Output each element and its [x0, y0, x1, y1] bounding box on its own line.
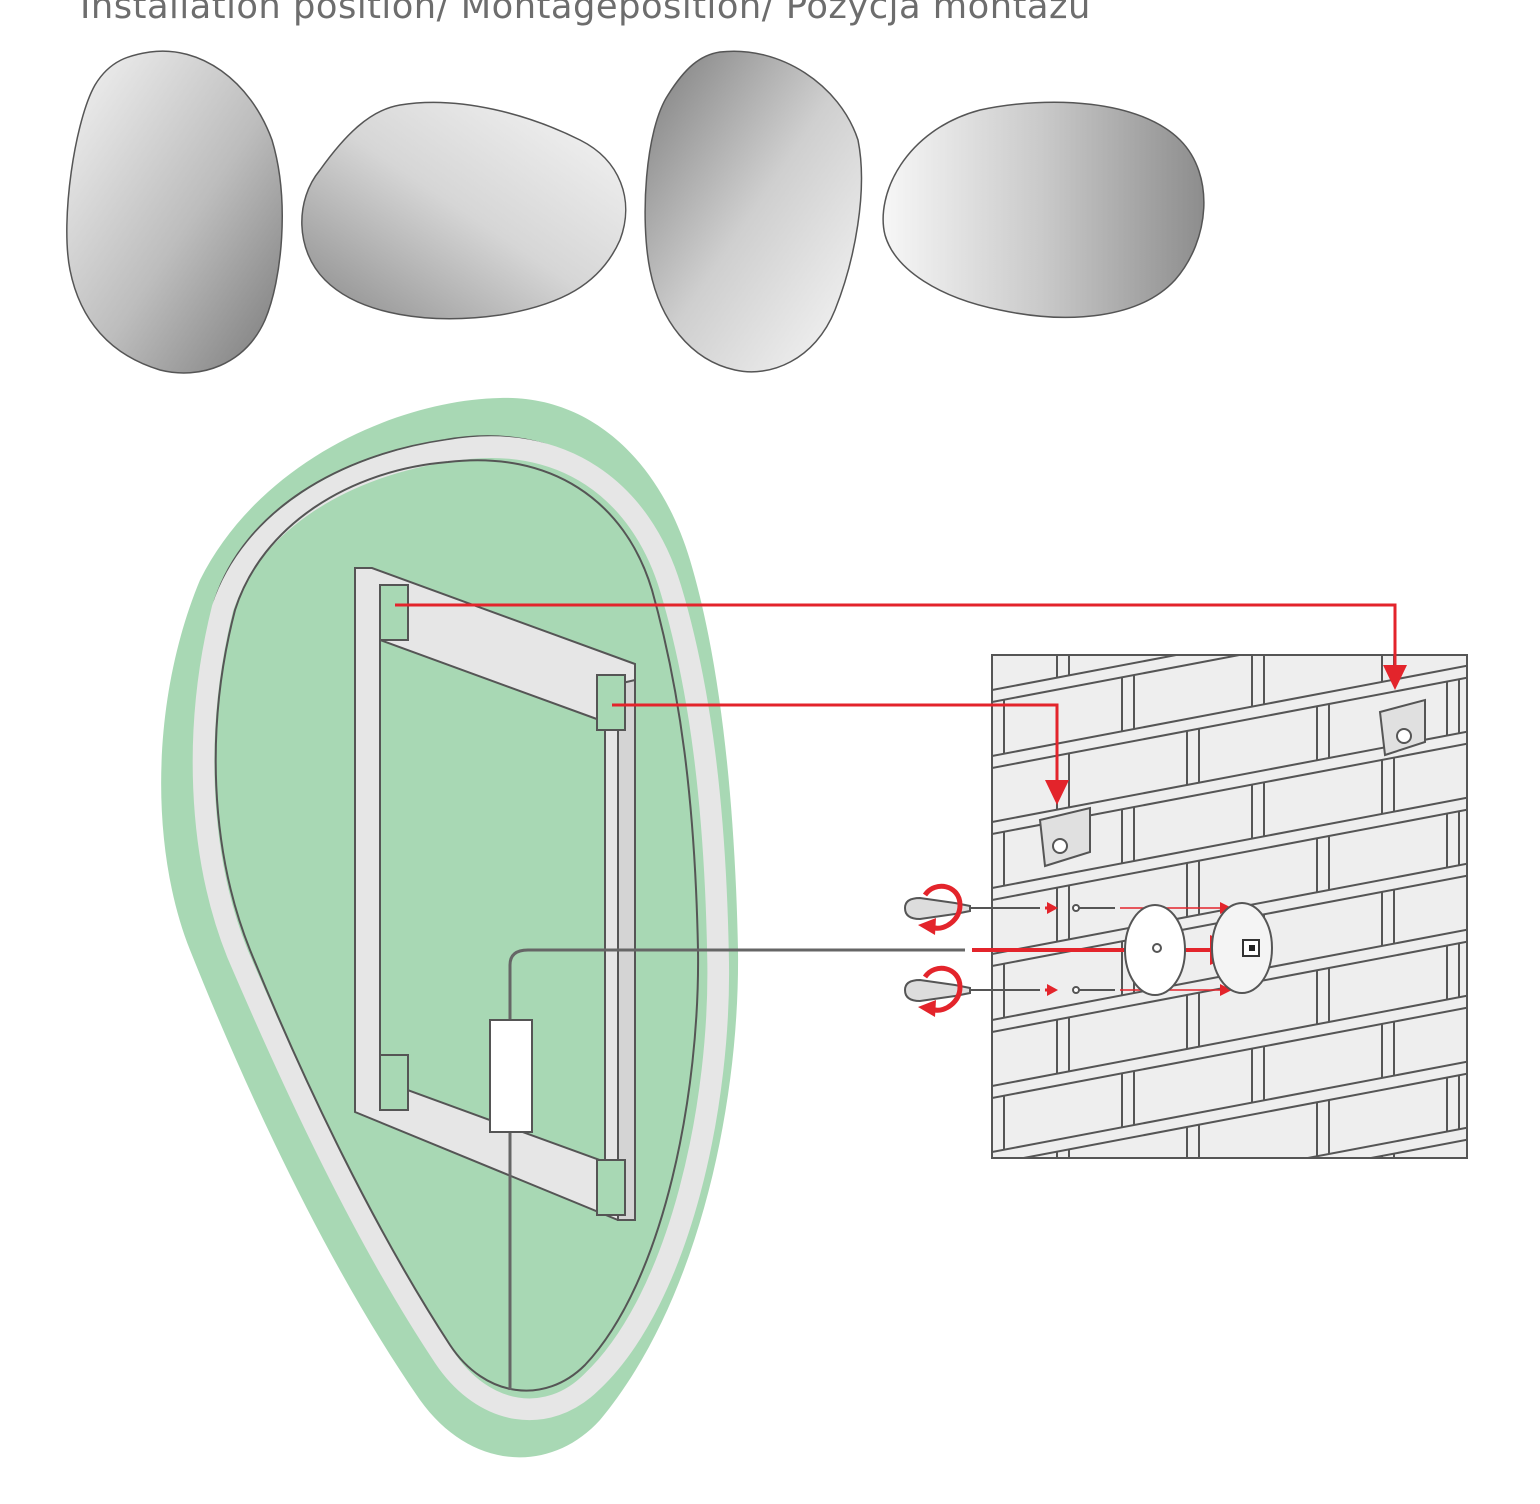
- mortar-line: [992, 1338, 1467, 1428]
- screwdriver-icon: [903, 883, 1040, 935]
- mortar-line: [992, 655, 1245, 703]
- page-title: Installation position/ Montageposition/ …: [80, 0, 1091, 27]
- mortar-line: [992, 1326, 1467, 1416]
- mortar-line: [992, 468, 1467, 558]
- mortar-line: [1302, 1126, 1467, 1158]
- mortar-line: [992, 402, 1467, 492]
- mortar-line: [992, 1060, 1467, 1153]
- mortar-line: [992, 1206, 1467, 1296]
- mortar-line: [992, 414, 1467, 504]
- power-cable: [508, 948, 965, 1390]
- mounting-frame: [354, 567, 636, 1221]
- rotate-arrow-icon: [922, 965, 963, 1013]
- rotate-arrow-icon: [922, 883, 963, 931]
- mirror-shape-1: [66, 50, 283, 374]
- mortar-line: [992, 994, 1467, 1087]
- mortar-line: [992, 808, 1467, 901]
- mortar-line: [1018, 1072, 1467, 1158]
- red-guide-arrows: [395, 603, 1397, 992]
- screwdriver-icon: [903, 965, 1040, 1017]
- mortar-line: [992, 1194, 1467, 1284]
- mirror-shape-4: [882, 101, 1205, 319]
- mortar-line: [1365, 1138, 1467, 1158]
- screws: [1072, 904, 1115, 994]
- wall-bracket: [1378, 698, 1426, 757]
- mirror-shape-2: [301, 101, 627, 320]
- mortar-line: [992, 1260, 1467, 1350]
- mortar-line: [992, 655, 1182, 691]
- mortar-line: [992, 1006, 1467, 1099]
- mortar-line: [992, 796, 1467, 889]
- mirror-shape-3: [644, 50, 863, 373]
- mortar-line: [992, 1272, 1467, 1362]
- mortar-line: [992, 480, 1467, 570]
- wall-bracket: [1038, 806, 1091, 868]
- mortar-line: [992, 676, 1467, 769]
- mortar-line: [992, 664, 1467, 757]
- led-driver-box: [489, 1019, 533, 1133]
